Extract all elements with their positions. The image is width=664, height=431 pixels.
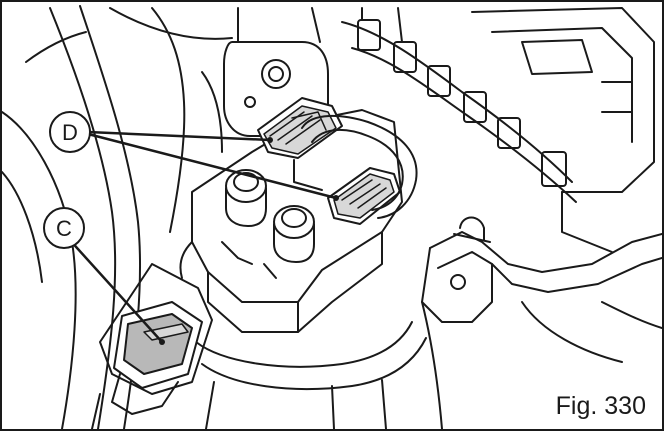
relay-module	[471, 7, 655, 253]
lower-bracket	[195, 321, 427, 429]
upper-fuse	[257, 97, 343, 159]
callout-d-label: D	[62, 120, 78, 145]
figure-caption: Fig. 330	[555, 392, 646, 420]
leader-c	[66, 236, 164, 344]
bolt-terminals	[221, 169, 315, 279]
leader-lines	[66, 130, 338, 344]
leader-d-lower	[86, 132, 338, 200]
cable-loop	[293, 114, 418, 219]
callout-c: C	[43, 207, 85, 249]
callout-c-label: C	[56, 216, 72, 241]
right-bracket	[421, 216, 662, 429]
leader-d-upper	[86, 130, 272, 142]
callout-d: D	[49, 111, 91, 153]
wiring-harness	[341, 7, 577, 203]
leader-dots	[159, 137, 339, 345]
